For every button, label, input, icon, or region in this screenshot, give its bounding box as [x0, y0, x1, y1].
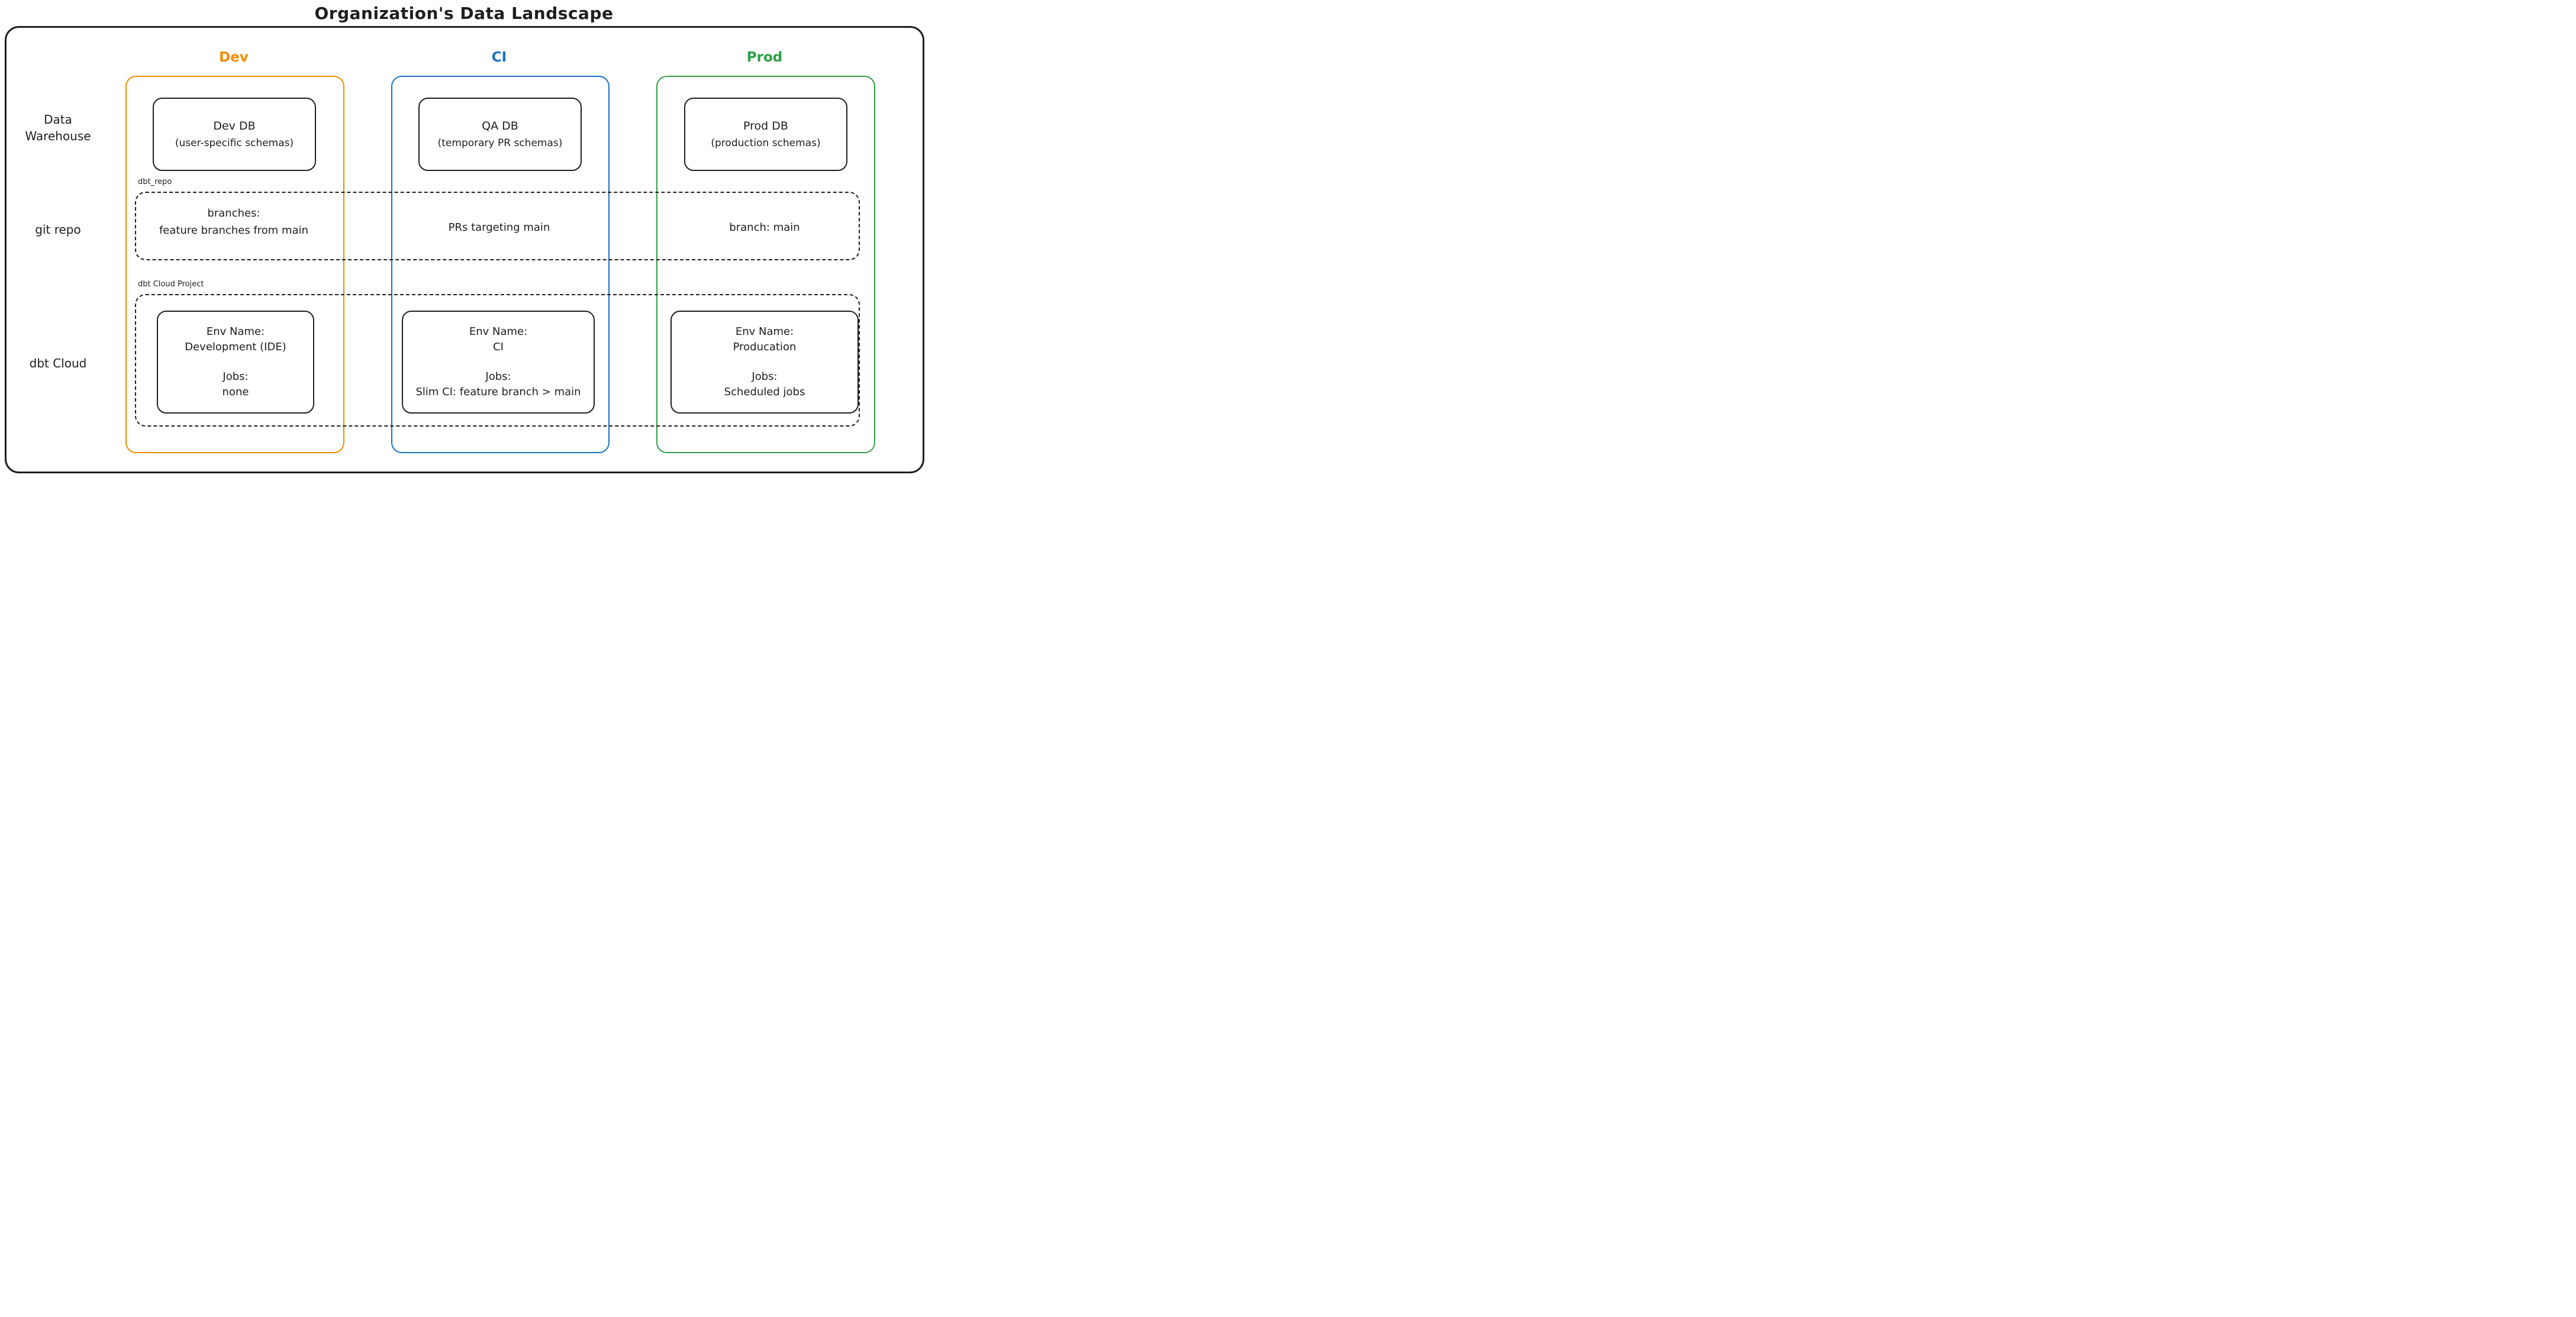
dev-column-label: Dev: [219, 50, 249, 65]
git-prod-branch-text: branch: main: [729, 221, 800, 234]
dev-column-box: [125, 76, 344, 453]
dbt-repo-tag: dbt_repo: [138, 177, 172, 186]
dev-jobs-label: Jobs:: [223, 370, 249, 383]
qa-db-subtitle: (temporary PR schemas): [437, 137, 563, 149]
ci-column-label: CI: [491, 50, 507, 65]
diagram-canvas: Organization's Data Landscape Dev CI Pro…: [0, 0, 928, 474]
prod-column-box: [656, 76, 875, 453]
git-repo-dashed-box: [135, 192, 860, 260]
dev-db-title: Dev DB: [213, 120, 256, 133]
prod-jobs-value: Scheduled jobs: [724, 386, 805, 399]
git-ci-prs-text: PRs targeting main: [448, 221, 550, 234]
dev-db-subtitle: (user-specific schemas): [175, 137, 294, 149]
ci-column-box: [391, 76, 610, 453]
row-label-data-warehouse: Data Warehouse: [25, 112, 91, 143]
dev-env-name-label: Env Name:: [206, 325, 265, 338]
prod-environment-box: Env Name: Producation Jobs: Scheduled jo…: [670, 311, 859, 414]
landscape-outer-box: [5, 26, 924, 473]
prod-env-name-value: Producation: [733, 340, 797, 353]
page-title: Organization's Data Landscape: [314, 4, 614, 23]
dev-environment-box: Env Name: Development (IDE) Jobs: none: [157, 311, 314, 414]
prod-env-name-label: Env Name:: [735, 325, 794, 338]
ci-environment-box: Env Name: CI Jobs: Slim CI: feature bran…: [402, 311, 595, 414]
git-dev-branches-text: branches: feature branches from main: [131, 205, 336, 240]
row-label-dbt-cloud: dbt Cloud: [29, 356, 87, 370]
prod-jobs-label: Jobs:: [752, 370, 778, 383]
prod-db-box: Prod DB (production schemas): [684, 98, 847, 171]
git-dev-branches-line1: branches:: [207, 207, 260, 220]
ci-env-name-label: Env Name:: [469, 325, 528, 338]
dbt-cloud-project-tag: dbt Cloud Project: [138, 280, 204, 289]
ci-jobs-value: Slim CI: feature branch > main: [415, 386, 581, 399]
dev-jobs-value: none: [222, 386, 249, 399]
git-dev-branches-line2: feature branches from main: [159, 224, 309, 237]
ci-jobs-label: Jobs:: [485, 370, 511, 383]
qa-db-box: QA DB (temporary PR schemas): [418, 98, 582, 171]
dev-db-box: Dev DB (user-specific schemas): [153, 98, 316, 171]
prod-column-label: Prod: [746, 50, 783, 65]
prod-db-title: Prod DB: [743, 120, 788, 133]
dev-env-name-value: Development (IDE): [185, 340, 286, 353]
qa-db-title: QA DB: [482, 120, 518, 133]
row-label-git-repo: git repo: [35, 222, 81, 237]
dbt-cloud-dashed-box: [135, 294, 860, 427]
ci-env-name-value: CI: [493, 340, 504, 353]
prod-db-subtitle: (production schemas): [711, 137, 821, 149]
